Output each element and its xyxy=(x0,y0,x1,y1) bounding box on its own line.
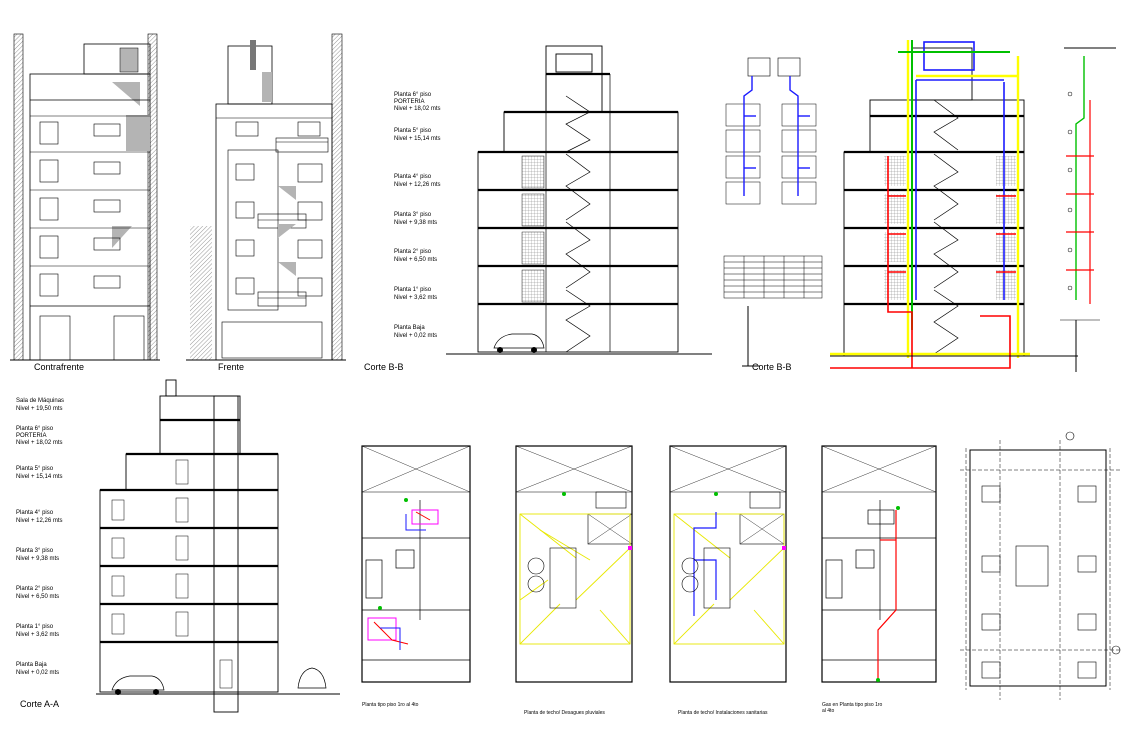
svg-text:Planta 4° piso: Planta 4° piso xyxy=(16,510,54,516)
frente-elevation: Frente xyxy=(186,33,346,372)
corte-aa-title: Corte A-A xyxy=(20,699,59,709)
structural-grid-plan xyxy=(960,431,1121,700)
svg-text:Nivel + 3,62 mts: Nivel + 3,62 mts xyxy=(16,632,59,638)
svg-text:Nivel + 15,14 mts: Nivel + 15,14 mts xyxy=(394,136,441,142)
plan4-caption-line1: Gas en Planta tipo piso 1ro xyxy=(822,702,883,708)
gas-riser-diagram xyxy=(1064,47,1116,304)
svg-text:Nivel + 9,38 mts: Nivel + 9,38 mts xyxy=(16,556,59,562)
svg-text:Planta 2° piso: Planta 2° piso xyxy=(394,249,432,255)
svg-text:Nivel + 3,62 mts: Nivel + 3,62 mts xyxy=(394,295,437,301)
svg-text:Planta 6° piso: Planta 6° piso xyxy=(16,426,54,432)
schedule-table xyxy=(723,255,823,299)
corte-bb-title-1: Corte B-B xyxy=(364,362,404,372)
svg-text:PORTERIA: PORTERIA xyxy=(394,99,425,105)
plan4-caption-line2: al 4to xyxy=(822,708,834,714)
plan1-caption: Planta tipo piso 1ro al 4to xyxy=(362,702,419,708)
svg-text:Planta 2° piso: Planta 2° piso xyxy=(16,586,54,592)
svg-text:Nivel + 18,02 mts: Nivel + 18,02 mts xyxy=(394,106,441,112)
roof-plan-sanitary: Planta de techo/ Instalaciones sanitaria… xyxy=(669,445,787,716)
gas-floor-plan: Gas en Planta tipo piso 1ro al 4to xyxy=(821,445,937,714)
roof-plan-rain-drainage: Planta de techo/ Desagues pluviales xyxy=(515,445,633,716)
svg-text:Nivel + 18,02 mts: Nivel + 18,02 mts xyxy=(16,440,63,446)
plan2-caption: Planta de techo/ Desagues pluviales xyxy=(524,710,605,716)
svg-text:Nivel + 12,26 mts: Nivel + 12,26 mts xyxy=(16,518,63,524)
contrafrente-title: Contrafrente xyxy=(34,362,84,372)
svg-text:Nivel + 9,38 mts: Nivel + 9,38 mts xyxy=(394,220,437,226)
svg-text:Planta 5° piso: Planta 5° piso xyxy=(16,466,54,472)
contrafrente-elevation: Contrafrente xyxy=(10,33,160,372)
svg-text:Nivel + 6,50 mts: Nivel + 6,50 mts xyxy=(394,257,437,263)
riser-diagram: Corte B-B xyxy=(723,57,823,372)
corte-aa-level-labels: Sala de Máquinas Nivel + 19,50 mts Plant… xyxy=(16,398,64,676)
svg-text:Nivel + 0,02 mts: Nivel + 0,02 mts xyxy=(394,333,437,339)
svg-text:Planta 3° piso: Planta 3° piso xyxy=(16,548,54,554)
svg-text:Nivel + 15,14 mts: Nivel + 15,14 mts xyxy=(16,474,63,480)
svg-text:Sala de Máquinas: Sala de Máquinas xyxy=(16,398,64,404)
corte-bb-title-2: Corte B-B xyxy=(752,362,792,372)
svg-text:Planta Baja: Planta Baja xyxy=(394,325,425,331)
installations-section xyxy=(830,40,1100,372)
frente-title: Frente xyxy=(218,362,244,372)
svg-text:Nivel + 0,02 mts: Nivel + 0,02 mts xyxy=(16,670,59,676)
floor-plan-typical: Planta tipo piso 1ro al 4to xyxy=(361,445,471,708)
svg-text:Planta 1° piso: Planta 1° piso xyxy=(394,287,432,293)
svg-text:Planta 1° piso: Planta 1° piso xyxy=(16,624,54,630)
svg-text:Nivel + 19,50 mts: Nivel + 19,50 mts xyxy=(16,406,63,412)
corte-bb-level-labels: Planta 6° piso PORTERIA Nivel + 18,02 mt… xyxy=(394,92,441,339)
plan3-caption: Planta de techo/ Instalaciones sanitaria… xyxy=(678,710,768,716)
svg-text:Planta 6° piso: Planta 6° piso xyxy=(394,92,432,98)
svg-text:Nivel + 6,50 mts: Nivel + 6,50 mts xyxy=(16,594,59,600)
svg-text:Planta Baja: Planta Baja xyxy=(16,662,47,668)
corte-aa-section: Sala de Máquinas Nivel + 19,50 mts Plant… xyxy=(16,379,340,713)
svg-text:Planta 4° piso: Planta 4° piso xyxy=(394,174,432,180)
svg-text:Nivel + 12,26 mts: Nivel + 12,26 mts xyxy=(394,182,441,188)
corte-bb-section: Planta 6° piso PORTERIA Nivel + 18,02 mt… xyxy=(364,45,712,372)
svg-text:Planta 5° piso: Planta 5° piso xyxy=(394,128,432,134)
svg-text:PORTERIA: PORTERIA xyxy=(16,433,47,439)
svg-text:Planta 3° piso: Planta 3° piso xyxy=(394,212,432,218)
